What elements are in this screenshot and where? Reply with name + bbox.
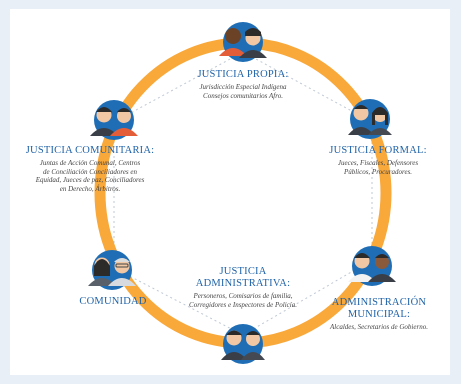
node-description: Juntas de Acción Comunal, Centros de Con… [35, 159, 145, 193]
mediators-icon [90, 100, 138, 140]
node-description: Jurisdicción Especial Indígena Consejos … [199, 83, 287, 100]
mayors-icon [348, 246, 396, 286]
dotted-connectors [113, 51, 373, 336]
node-title: JUSTICIA PROPIA: [197, 69, 289, 80]
node-justicia-propia: JUSTICIA PROPIA: Jurisdicción Especial I… [168, 69, 318, 100]
node-description: Personeros, Comisarios de familia, Corre… [189, 292, 297, 309]
indigenous-people-icon [219, 22, 267, 62]
node-administracion-municipal: ADMINISTRACIÓN MUNICIPAL: Alcaldes, Secr… [316, 297, 442, 332]
node-title: JUSTICIA ADMINISTRATIVA: [195, 266, 291, 289]
node-justicia-administrativa: JUSTICIA ADMINISTRATIVA: Personeros, Com… [173, 266, 313, 309]
node-title: ADMINISTRACIÓN MUNICIPAL: [331, 297, 427, 320]
node-comunidad: COMUNIDAD [70, 296, 156, 308]
node-description: Jueces, Fiscales, Defensores Públicos, P… [337, 159, 419, 176]
officials-icon [221, 324, 265, 364]
node-justicia-formal: JUSTICIA FORMAL: Jueces, Fiscales, Defen… [314, 145, 442, 176]
judges-icon [348, 99, 392, 139]
node-title: JUSTICIA FORMAL: [329, 145, 427, 156]
node-title: COMUNIDAD [79, 296, 147, 307]
diagram-panel [10, 9, 450, 375]
node-description: Alcaldes, Secretarios de Gobierno. [330, 323, 428, 331]
community-icon [88, 250, 136, 290]
node-title: JUSTICIA COMUNITARIA: [25, 145, 155, 156]
node-justicia-comunitaria: JUSTICIA COMUNITARIA: Juntas de Acción C… [20, 145, 160, 193]
